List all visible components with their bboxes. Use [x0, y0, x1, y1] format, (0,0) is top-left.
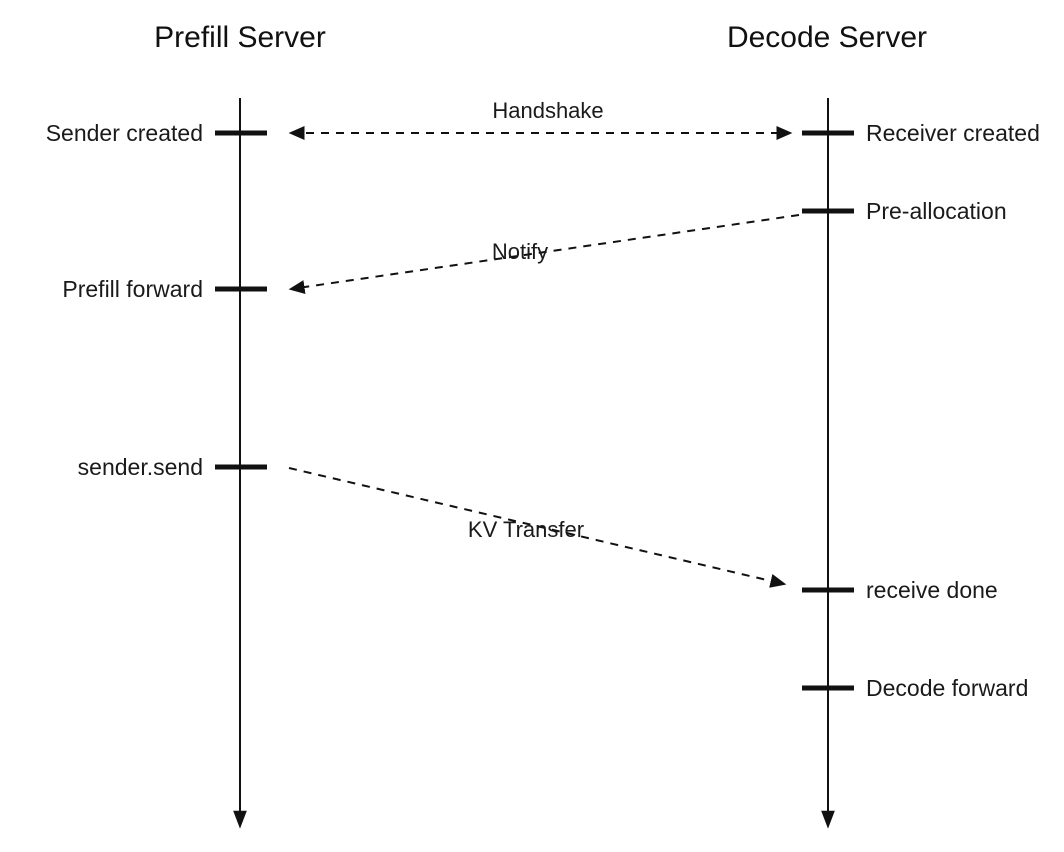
prefill-server-title: Prefill Server — [154, 21, 326, 54]
sender-send-label: sender.send — [78, 454, 203, 480]
pre-allocation-label: Pre-allocation — [866, 198, 1007, 224]
prefill-forward-label: Prefill forward — [62, 276, 203, 302]
notify-arrow — [288, 214, 800, 295]
kv-transfer-label: KV Transfer — [468, 517, 584, 542]
kv-transfer-arrow — [288, 467, 787, 588]
decode-forward-label: Decode forward — [866, 675, 1028, 701]
handshake-label: Handshake — [492, 98, 603, 123]
notify-label: Notify — [492, 239, 548, 264]
receiver-created-label: Receiver created — [866, 120, 1040, 146]
decode-server-title: Decode Server — [727, 21, 927, 54]
sender-created-label: Sender created — [46, 120, 203, 146]
receive-done-label: receive done — [866, 577, 998, 603]
